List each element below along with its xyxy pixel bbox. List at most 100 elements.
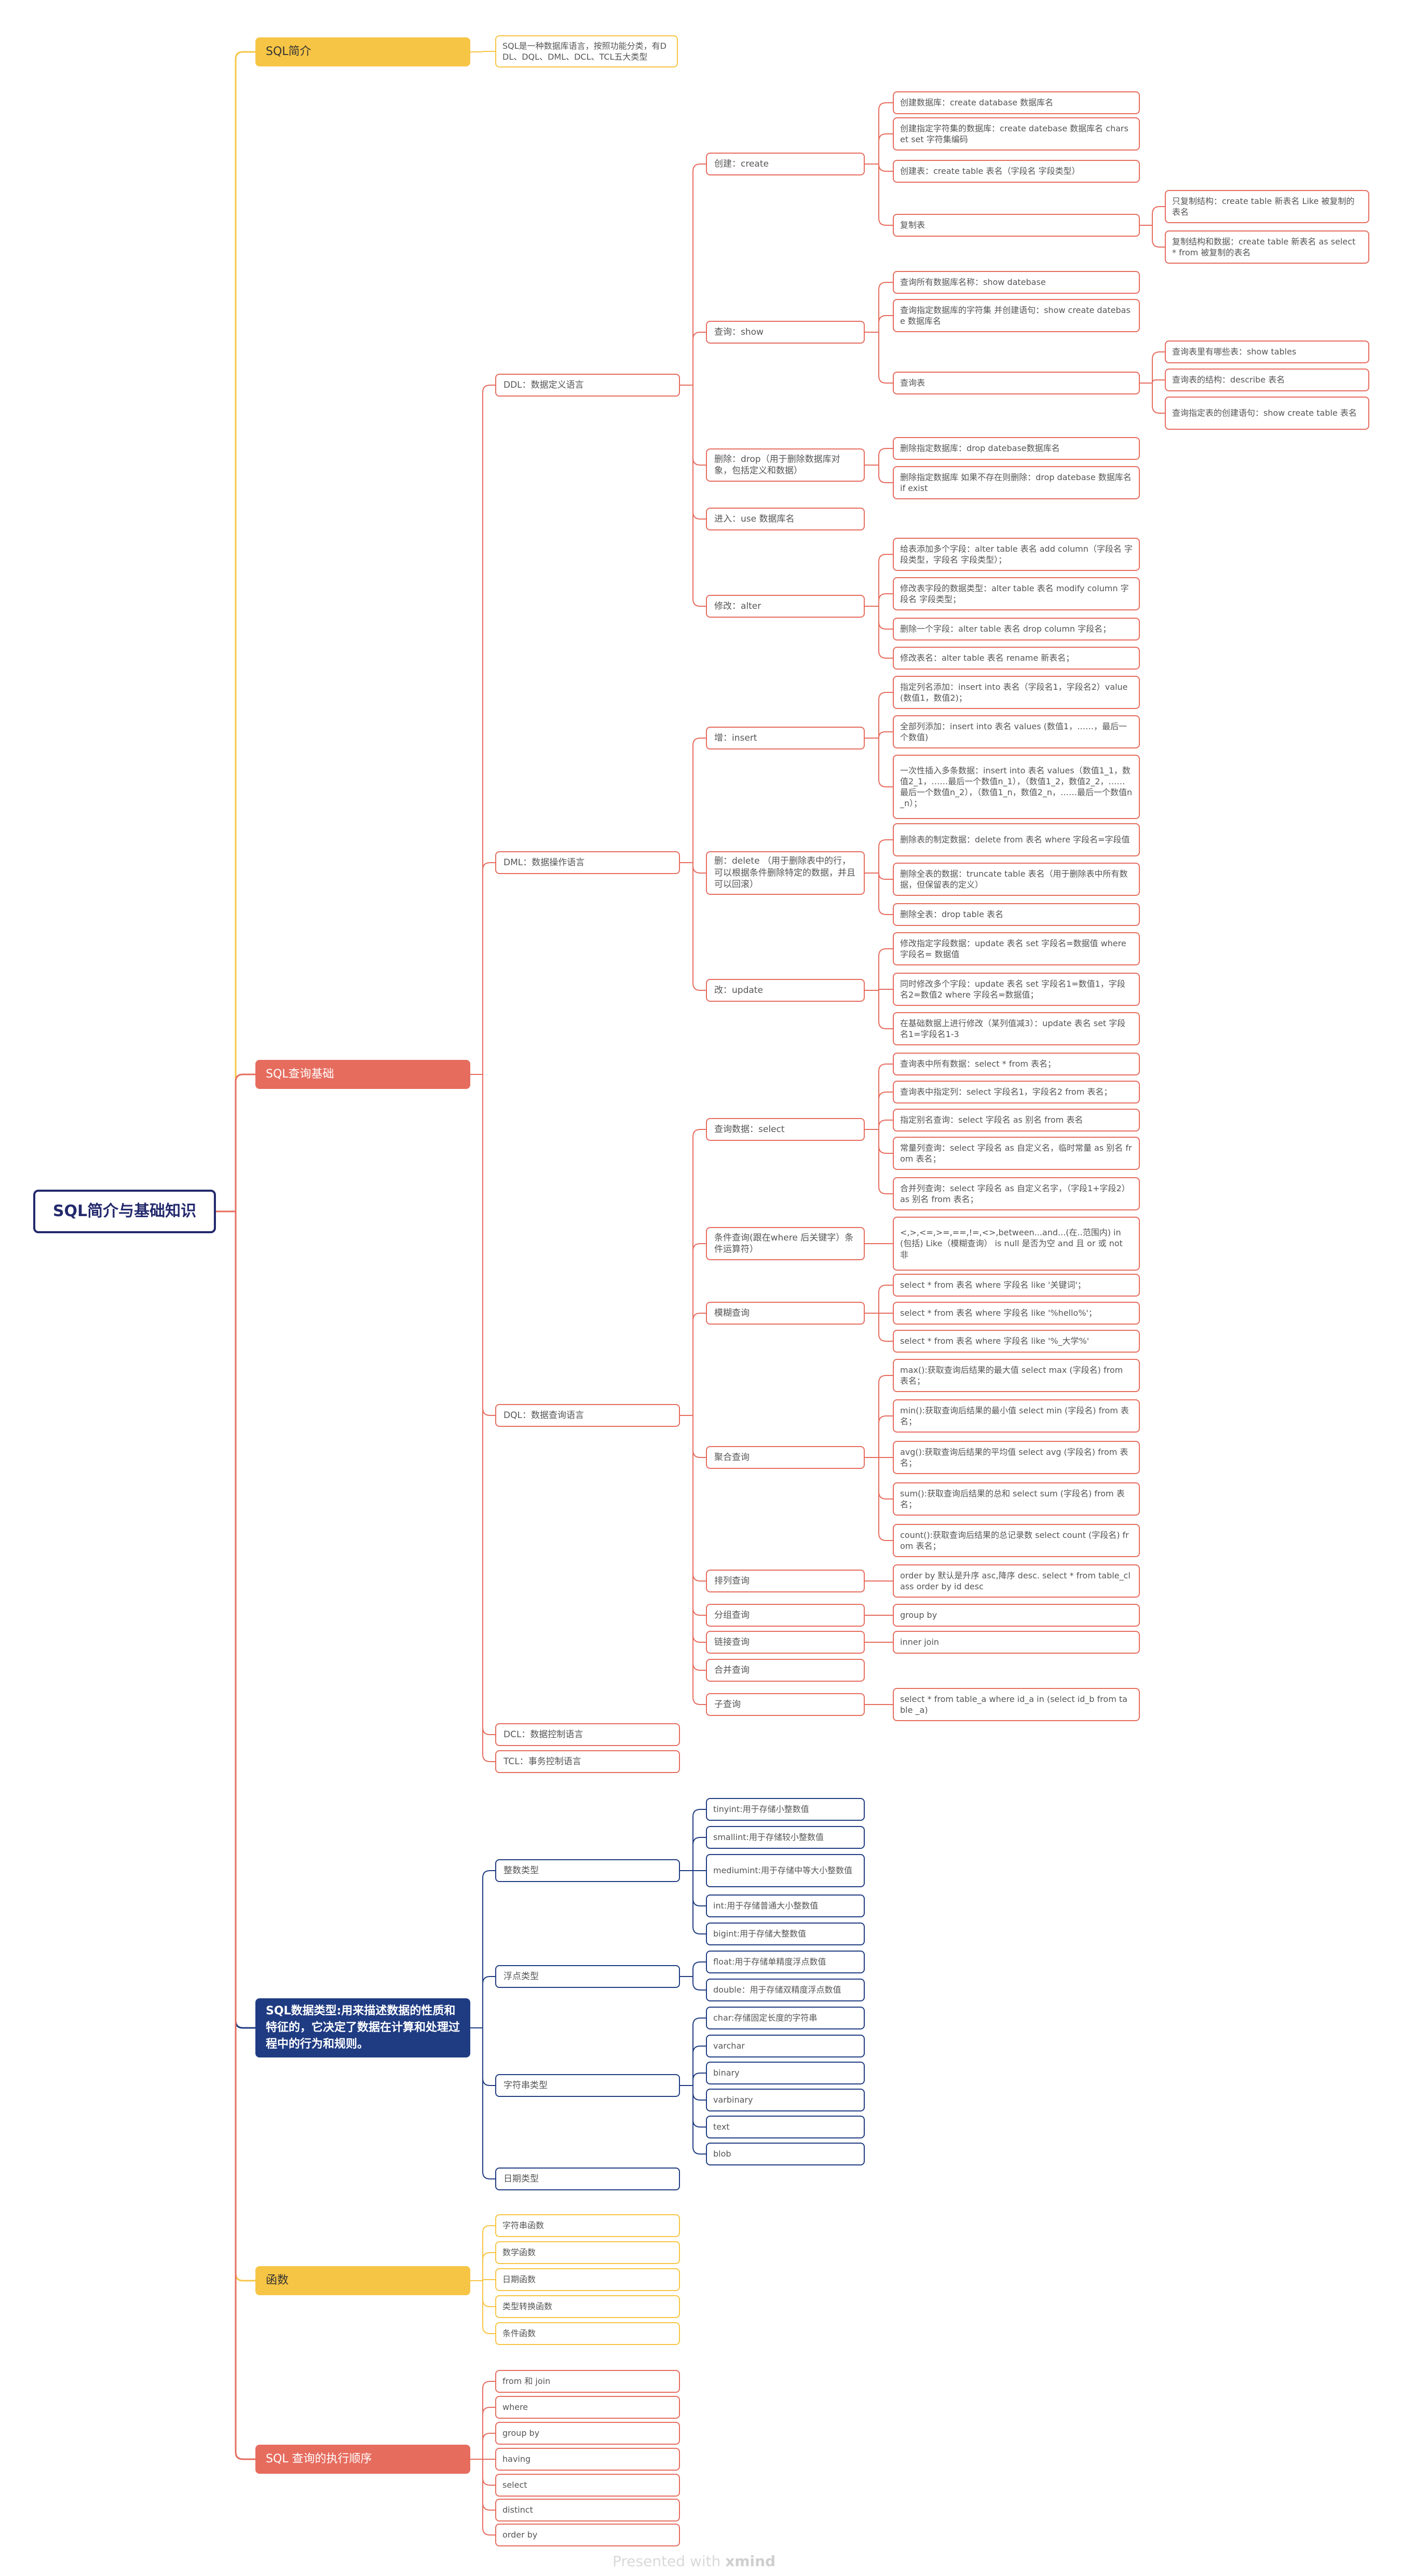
- text[interactable]: text: [706, 2116, 865, 2138]
- agg-avg[interactable]: avg():获取查询后结果的平均值 select avg (字段名) from …: [893, 1441, 1140, 1474]
- ddl-drop[interactable]: 删除：drop（用于删除数据库对象，包括定义和数据）: [706, 448, 865, 482]
- dql-where[interactable]: 条件查询(跟在where 后关键字）条件运算符）: [706, 1227, 865, 1260]
- smallint[interactable]: smallint:用于存储较小整数值: [706, 1826, 865, 1849]
- copy-structure[interactable]: 只复制结构：create table 新表名 Like 被复制的表名: [1165, 190, 1369, 223]
- inner-join-text[interactable]: inner join: [893, 1631, 1140, 1654]
- varbinary[interactable]: varbinary: [706, 2089, 865, 2111]
- drop-database[interactable]: 删除指定数据库：drop datebase数据库名: [893, 437, 1140, 460]
- intro-text[interactable]: SQL是一种数据库语言，按照功能分类，有DDL、DQL、DML、DCL、TCL五…: [495, 35, 678, 67]
- dml-insert[interactable]: 增：insert: [706, 727, 865, 749]
- insert-columns[interactable]: 指定列名添加：insert into 表名（字段名1，字段名2）value(数值…: [893, 676, 1140, 709]
- function-cast[interactable]: 类型转换函数: [495, 2295, 680, 2318]
- mediumint[interactable]: mediumint:用于存储中等大小整数值: [706, 1854, 865, 1887]
- root-topic[interactable]: SQL简介与基础知识: [33, 1190, 216, 1233]
- blob[interactable]: blob: [706, 2143, 865, 2165]
- agg-count[interactable]: count():获取查询后结果的总记录数 select count (字段名) …: [893, 1524, 1140, 1557]
- create-database-charset[interactable]: 创建指定字符集的数据库：create datebase 数据库名 charset…: [893, 117, 1140, 151]
- order-step-having[interactable]: having: [495, 2448, 680, 2471]
- function-string[interactable]: 字符串函数: [495, 2214, 680, 2237]
- like-percent[interactable]: select * from 表名 where 字段名 like '%hello%…: [893, 1302, 1140, 1325]
- function-date[interactable]: 日期函数: [495, 2268, 680, 2291]
- copy-table[interactable]: 复制表: [893, 214, 1140, 237]
- select-columns[interactable]: 查询表中指定列：select 字段名1，字段名2 from 表名；: [893, 1081, 1140, 1103]
- type-integer[interactable]: 整数类型: [495, 1859, 680, 1882]
- dml-delete[interactable]: 删：delete （用于删除表中的行，可以根据条件删除特定的数据，并且可以回滚）: [706, 851, 865, 895]
- like-underscore[interactable]: select * from 表名 where 字段名 like '%_大学%': [893, 1330, 1140, 1353]
- agg-min[interactable]: min():获取查询后结果的最小值 select min (字段名) from …: [893, 1399, 1140, 1433]
- update-multiple-fields[interactable]: 同时修改多个字段：update 表名 set 字段名1=数值1，字段名2=数值2…: [893, 973, 1140, 1006]
- select-alias[interactable]: 指定别名查询：select 字段名 as 别名 from 表名: [893, 1109, 1140, 1132]
- order-step-group-by[interactable]: group by: [495, 2422, 680, 2445]
- binary[interactable]: binary: [706, 2062, 865, 2084]
- select-constant[interactable]: 常量列查询：select 字段名 as 自定义名，临时常量 as 别名 from…: [893, 1137, 1140, 1170]
- create-database[interactable]: 创建数据库：create database 数据库名: [893, 91, 1140, 114]
- truncate-table[interactable]: 删除全表的数据：truncate table 表名（用于删除表中所有数据，但保留…: [893, 863, 1140, 896]
- order-step-distinct[interactable]: distinct: [495, 2499, 680, 2522]
- ddl-use[interactable]: 进入：use 数据库名: [706, 508, 865, 530]
- agg-sum[interactable]: sum():获取查询后结果的总和 select sum (字段名) from 表…: [893, 1482, 1140, 1516]
- type-float[interactable]: 浮点类型: [495, 1965, 680, 1988]
- show-create-database[interactable]: 查询指定数据库的字符集 并创建语句：show create datebase 数…: [893, 299, 1140, 332]
- order-step-from[interactable]: from 和 join: [495, 2370, 680, 2393]
- alter-add-column[interactable]: 给表添加多个字段：alter table 表名 add column（字段名 字…: [893, 538, 1140, 571]
- branch-sql-query-basics[interactable]: SQL查询基础: [255, 1060, 470, 1089]
- insert-all-columns[interactable]: 全部列添加：insert into 表名 values (数值1，……，最后一个…: [893, 715, 1140, 748]
- dml-node[interactable]: DML：数据操作语言: [495, 851, 680, 874]
- ddl-node[interactable]: DDL：数据定义语言: [495, 374, 680, 397]
- show-create-table[interactable]: 查询指定表的创建语句：show create table 表名: [1165, 397, 1369, 430]
- select-merge[interactable]: 合并列查询：select 字段名 as 自定义名字，（字段1+字段2）as 别名…: [893, 1177, 1140, 1210]
- dcl-node[interactable]: DCL：数据控制语言: [495, 1723, 680, 1746]
- branch-sql-data-types[interactable]: SQL数据类型:用来描述数据的性质和特征的，它决定了数据在计算和处理过程中的行为…: [255, 1998, 470, 2057]
- ddl-alter[interactable]: 修改：alter: [706, 595, 865, 618]
- copy-structure-data[interactable]: 复制结构和数据：create table 新表名 as select * fro…: [1165, 230, 1369, 264]
- type-date[interactable]: 日期类型: [495, 2168, 680, 2190]
- show-databases[interactable]: 查询所有数据库名称：show datebase: [893, 271, 1140, 294]
- ddl-show[interactable]: 查询：show: [706, 321, 865, 344]
- int[interactable]: int:用于存储普通大小整数值: [706, 1894, 865, 1917]
- type-string[interactable]: 字符串类型: [495, 2074, 680, 2097]
- subquery-text[interactable]: select * from table_a where id_a in (sel…: [893, 1688, 1140, 1721]
- float[interactable]: float:用于存储单精度浮点数值: [706, 1951, 865, 1973]
- agg-max[interactable]: max():获取查询后结果的最大值 select max (字段名) from …: [893, 1359, 1140, 1392]
- bigint[interactable]: bigint:用于存储大整数值: [706, 1923, 865, 1945]
- group-by-text[interactable]: group by: [893, 1604, 1140, 1627]
- function-math[interactable]: 数学函数: [495, 2241, 680, 2264]
- dml-update[interactable]: 改：update: [706, 979, 865, 1002]
- show-tables[interactable]: 查询表里有哪些表：show tables: [1165, 340, 1369, 363]
- drop-table[interactable]: 删除全表：drop table 表名: [893, 903, 1140, 926]
- dql-like[interactable]: 模糊查询: [706, 1302, 865, 1325]
- insert-multiple-rows[interactable]: 一次性插入多条数据：insert into 表名 values（数值1_1，数值…: [893, 755, 1140, 819]
- order-step-order-by[interactable]: order by: [495, 2524, 680, 2546]
- branch-execution-order[interactable]: SQL 查询的执行顺序: [255, 2445, 470, 2474]
- dql-select[interactable]: 查询数据：select: [706, 1118, 865, 1141]
- dql-join[interactable]: 链接查询: [706, 1631, 865, 1654]
- dql-subquery[interactable]: 子查询: [706, 1693, 865, 1716]
- alter-modify-column[interactable]: 修改表字段的数据类型：alter table 表名 modify column …: [893, 577, 1140, 610]
- order-step-where[interactable]: where: [495, 2396, 680, 2419]
- varchar[interactable]: varchar: [706, 2035, 865, 2057]
- describe-table[interactable]: 查询表的结构：describe 表名: [1165, 369, 1369, 391]
- where-operators[interactable]: <,>,<=,>=,==,!=,<>,between...and...(在..范…: [893, 1217, 1140, 1271]
- order-step-select[interactable]: select: [495, 2474, 680, 2497]
- select-all[interactable]: 查询表中所有数据：select * from 表名；: [893, 1053, 1140, 1075]
- alter-rename[interactable]: 修改表名：alter table 表名 rename 新表名；: [893, 647, 1140, 670]
- function-condition[interactable]: 条件函数: [495, 2322, 680, 2345]
- double[interactable]: double：用于存储双精度浮点数值: [706, 1979, 865, 2001]
- update-on-base[interactable]: 在基础数据上进行修改（某列值减3）：update 表名 set 字段名1=字段名…: [893, 1012, 1140, 1045]
- tcl-node[interactable]: TCL：事务控制语言: [495, 1750, 680, 1773]
- order-by-text[interactable]: order by 默认是升序 asc,降序 desc. select * fro…: [893, 1564, 1140, 1598]
- branch-sql-intro[interactable]: SQL简介: [255, 37, 470, 66]
- ddl-create[interactable]: 创建：create: [706, 153, 865, 175]
- alter-drop-column[interactable]: 删除一个字段：alter table 表名 drop column 字段名；: [893, 618, 1140, 640]
- tinyint[interactable]: tinyint:用于存储小整数值: [706, 1798, 865, 1821]
- delete-where[interactable]: 删除表的制定数据：delete from 表名 where 字段名=字段值: [893, 823, 1140, 856]
- create-table[interactable]: 创建表：create table 表名（字段名 字段类型）: [893, 160, 1140, 183]
- branch-functions[interactable]: 函数: [255, 2266, 470, 2295]
- dql-order[interactable]: 排列查询: [706, 1570, 865, 1592]
- dql-union[interactable]: 合并查询: [706, 1659, 865, 1682]
- dql-node[interactable]: DQL：数据查询语言: [495, 1404, 680, 1427]
- dql-group[interactable]: 分组查询: [706, 1604, 865, 1627]
- like-keyword[interactable]: select * from 表名 where 字段名 like '关键词'；: [893, 1274, 1140, 1297]
- show-table[interactable]: 查询表: [893, 372, 1140, 394]
- dql-aggregate[interactable]: 聚合查询: [706, 1446, 865, 1469]
